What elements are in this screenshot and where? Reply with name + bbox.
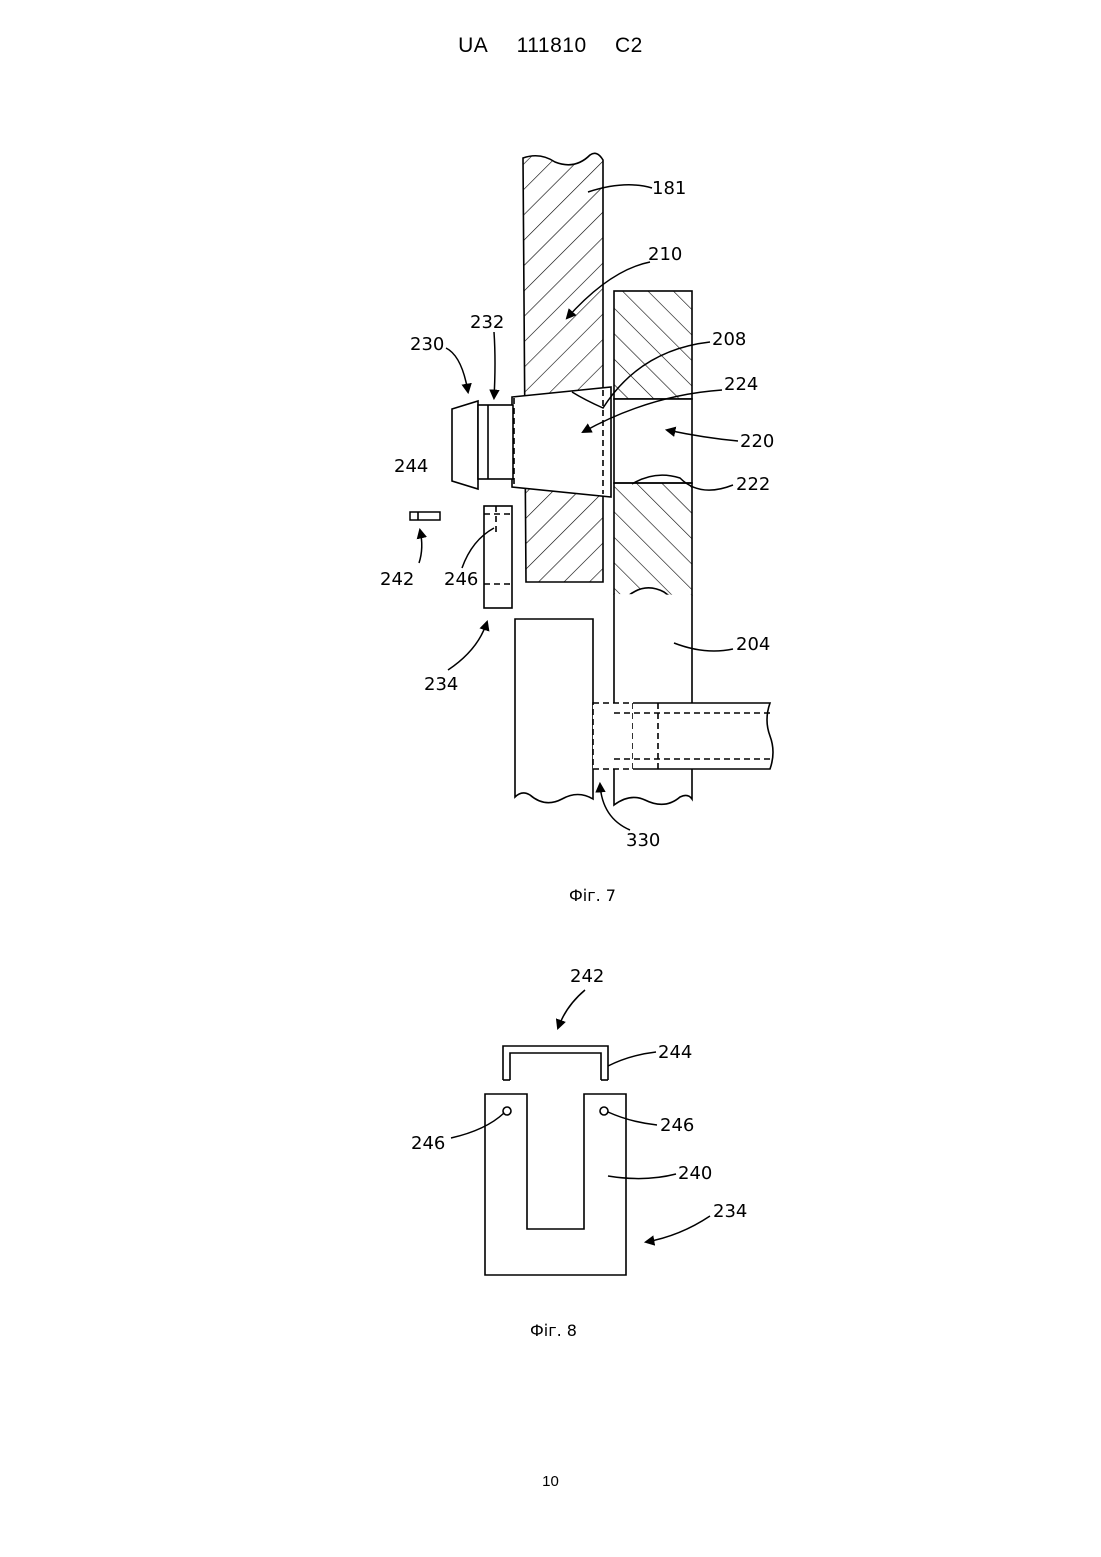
label-232: 232: [470, 312, 504, 333]
label-242: 242: [570, 966, 604, 987]
label-230: 230: [410, 334, 444, 355]
label-246-right: 246: [660, 1115, 694, 1136]
page-number: 10: [0, 1473, 1101, 1490]
label-234: 234: [713, 1201, 747, 1222]
figure-8: 242 244 246 246 240 234 Фіг. 8: [411, 966, 747, 1340]
label-210: 210: [648, 244, 682, 265]
shank-232: [478, 405, 513, 479]
label-222: 222: [736, 474, 770, 495]
label-246-left: 246: [411, 1133, 445, 1154]
label-224: 224: [724, 374, 758, 395]
plate-181: [523, 153, 603, 582]
bore-224: [512, 387, 611, 497]
label-240: 240: [678, 1163, 712, 1184]
label-208: 208: [712, 329, 746, 350]
label-330: 330: [626, 830, 660, 851]
block-204-upper: [614, 291, 692, 399]
label-244: 244: [658, 1042, 692, 1063]
label-234: 234: [424, 674, 458, 695]
figure-7: 181 210 208 224 220 222 230 232 244 242 …: [380, 153, 774, 905]
label-181: 181: [652, 178, 686, 199]
clip-244-side: [410, 512, 440, 520]
hole-246-right: [600, 1107, 608, 1115]
clip-244: [503, 1046, 608, 1080]
figure-8-caption: Фіг. 8: [530, 1321, 577, 1340]
plate-240: [485, 1094, 626, 1275]
label-246: 246: [444, 569, 478, 590]
block-204-lower-hatch: [614, 483, 692, 599]
label-244: 244: [394, 456, 428, 477]
head-230: [452, 401, 478, 489]
clip-244-inner: [510, 1053, 601, 1080]
plate-234-side: [484, 506, 512, 608]
lower-block: [515, 619, 593, 803]
label-220: 220: [740, 431, 774, 452]
figure-7-caption: Фіг. 7: [569, 886, 616, 905]
label-204: 204: [736, 634, 770, 655]
label-242: 242: [380, 569, 414, 590]
rail-204: [614, 594, 692, 805]
